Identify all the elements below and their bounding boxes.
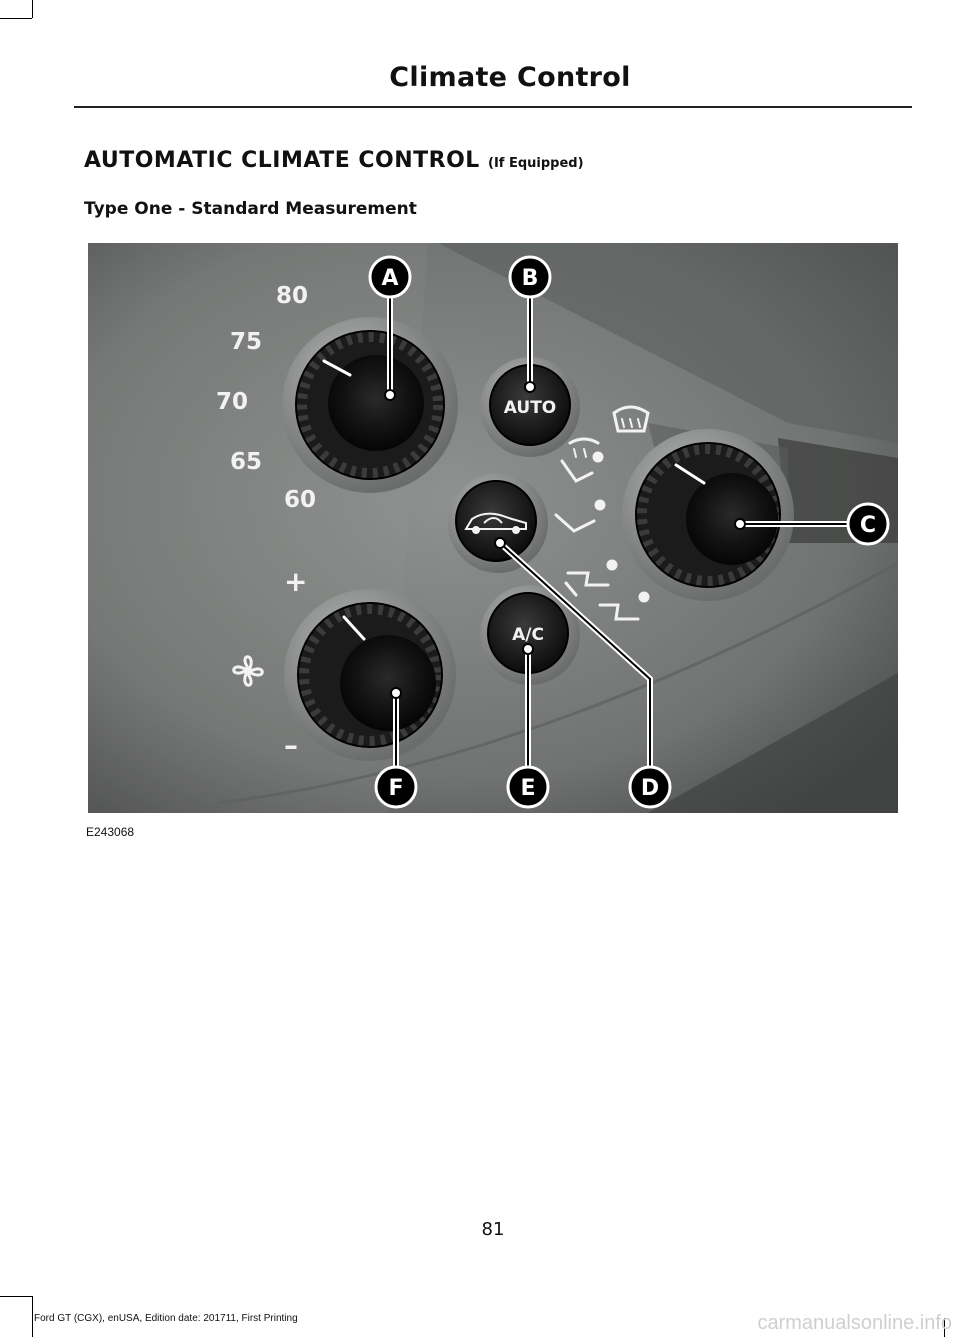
svg-text:A: A <box>381 266 398 291</box>
temperature-scale: 80 75 70 65 60 <box>216 283 316 513</box>
airflow-mode-knob[interactable] <box>622 423 794 601</box>
ac-button-label: A/C <box>512 625 544 645</box>
watermark: carmanualsonline.info <box>757 1312 952 1334</box>
section-title-text: AUTOMATIC CLIMATE CONTROL <box>84 148 480 173</box>
fan-icon <box>232 655 264 687</box>
auto-button[interactable]: AUTO <box>480 357 580 457</box>
temp-label: 75 <box>230 329 262 355</box>
rear-defrost-icon <box>612 405 650 433</box>
svg-text:F: F <box>388 776 403 801</box>
callout-d: D <box>628 765 672 809</box>
section-qualifier: (If Equipped) <box>488 156 584 171</box>
temperature-knob[interactable] <box>282 317 458 493</box>
callout-e: E <box>506 765 550 809</box>
windshield-defrost-icon <box>568 437 600 458</box>
feet-airflow-icon <box>554 499 606 533</box>
fan-decrease-label: – <box>284 729 298 762</box>
svg-text:D: D <box>641 776 659 801</box>
running-header: Climate Control <box>389 62 631 93</box>
auto-button-label: AUTO <box>504 398 557 418</box>
temp-label: 60 <box>284 487 316 513</box>
ac-button[interactable]: A/C <box>480 585 580 685</box>
svg-text:C: C <box>860 513 876 538</box>
svg-text:E: E <box>520 776 535 801</box>
face-airflow-icon <box>564 559 618 597</box>
callout-c: C <box>846 502 890 546</box>
crop-mark <box>0 18 32 19</box>
fan-increase-label: + <box>284 565 307 598</box>
crop-mark <box>32 0 33 18</box>
footer-edition: Ford GT (CGX), enUSA, Edition date: 2017… <box>34 1313 298 1324</box>
header-rule <box>74 106 912 108</box>
crop-mark <box>0 1296 32 1297</box>
callout-a: A <box>368 255 412 299</box>
subsection-title: Type One - Standard Measurement <box>84 199 417 219</box>
temp-label: 70 <box>216 389 248 415</box>
recirculation-button[interactable] <box>448 473 548 573</box>
crop-mark <box>944 1318 945 1337</box>
figure-id: E243068 <box>86 825 135 839</box>
callout-f: F <box>374 765 418 809</box>
climate-control-figure: 80 75 70 65 60 + – <box>88 243 898 813</box>
crop-mark <box>32 1296 33 1337</box>
callout-b: B <box>508 255 552 299</box>
temp-label: 65 <box>230 449 262 475</box>
face-feet-airflow-icon <box>560 451 604 483</box>
section-title: AUTOMATIC CLIMATE CONTROL (If Equipped) <box>84 148 584 173</box>
recirculation-car-icon <box>464 512 527 534</box>
fan-speed-knob[interactable] <box>284 589 456 761</box>
svg-text:B: B <box>522 266 539 291</box>
face-airflow-icon <box>598 591 650 621</box>
page-number: 81 <box>481 1219 505 1240</box>
temp-label: 80 <box>276 283 308 309</box>
